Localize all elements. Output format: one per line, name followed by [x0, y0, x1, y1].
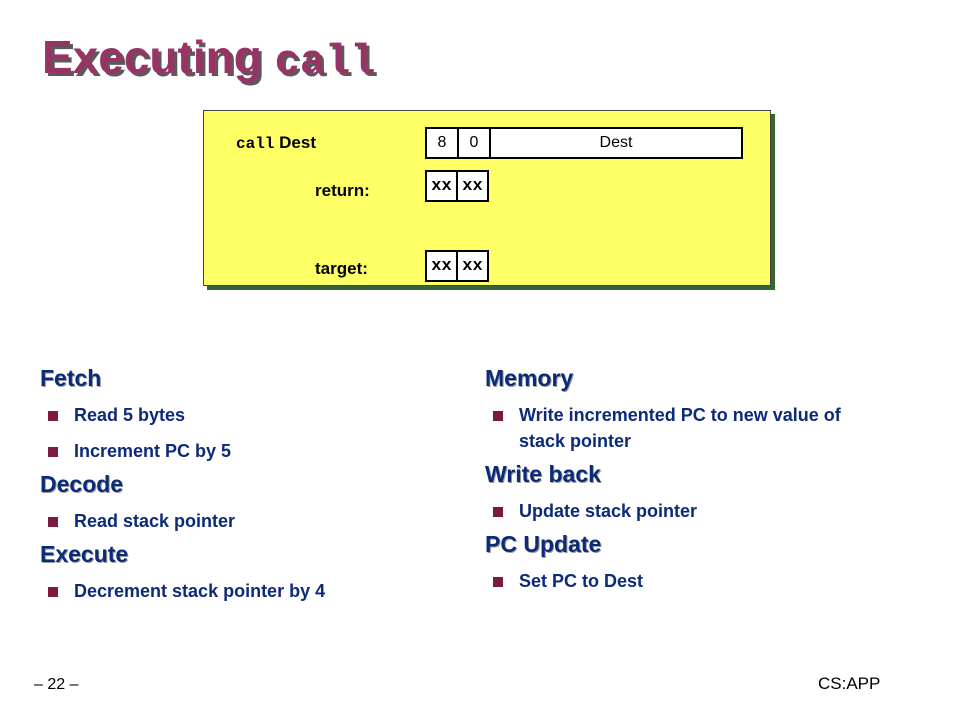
right-stage-column: Memory Write incremented PC to new value… [485, 364, 885, 594]
encoding-box: 8 0 Dest [425, 127, 743, 159]
execute-list: Decrement stack pointer by 4 [40, 578, 460, 604]
list-item: Update stack pointer [485, 498, 885, 524]
fetch-list: Read 5 bytes Increment PC by 5 [40, 402, 460, 464]
pcupdate-heading: PC Update [485, 531, 602, 557]
writeback-heading: Write back [485, 461, 601, 487]
title-text: Executing [42, 31, 275, 83]
instruction-encoding-diagram: call Dest 8 0 Dest return: xx xx target:… [203, 110, 771, 286]
list-item: Read 5 bytes [40, 402, 460, 428]
fetch-heading: Fetch [40, 365, 102, 391]
return-byte: xx [431, 176, 452, 196]
list-item: Decrement stack pointer by 4 [40, 578, 460, 604]
return-bytes-box: xx xx [425, 170, 489, 202]
decode-list: Read stack pointer [40, 508, 460, 534]
list-item: Set PC to Dest [485, 568, 885, 594]
square-bullet-icon [493, 507, 503, 517]
square-bullet-icon [48, 517, 58, 527]
decode-heading: Decode [40, 471, 124, 497]
return-byte: xx [456, 172, 487, 200]
encoding-dest: Dest [599, 134, 633, 151]
target-label: target: [315, 259, 368, 278]
source-label: CS:APP [818, 674, 881, 693]
instruction-label: call Dest [236, 133, 316, 153]
execute-heading: Execute [40, 541, 129, 567]
square-bullet-icon [48, 447, 58, 457]
slide-title: Executing call [42, 30, 375, 87]
memory-list: Write incremented PC to new value of sta… [485, 402, 885, 454]
pcupdate-list: Set PC to Dest [485, 568, 885, 594]
memory-heading: Memory [485, 365, 574, 391]
page-number: – 22 – [34, 676, 79, 693]
instruction-code: call [236, 135, 275, 153]
square-bullet-icon [493, 411, 503, 421]
list-item: Increment PC by 5 [40, 438, 460, 464]
left-stage-column: Fetch Read 5 bytes Increment PC by 5 Dec… [40, 364, 460, 604]
square-bullet-icon [48, 411, 58, 421]
encoding-byte-ifun: 0 [459, 129, 491, 157]
return-label: return: [315, 181, 370, 200]
square-bullet-icon [493, 577, 503, 587]
title-code: call [274, 38, 376, 86]
instruction-arg: Dest [274, 133, 316, 152]
target-byte: xx [456, 252, 487, 280]
square-bullet-icon [48, 587, 58, 597]
list-item: Read stack pointer [40, 508, 460, 534]
target-bytes-box: xx xx [425, 250, 489, 282]
encoding-byte-icode: 8 [427, 129, 459, 157]
writeback-list: Update stack pointer [485, 498, 885, 524]
target-byte: xx [431, 256, 452, 276]
list-item: Write incremented PC to new value of sta… [485, 402, 885, 454]
